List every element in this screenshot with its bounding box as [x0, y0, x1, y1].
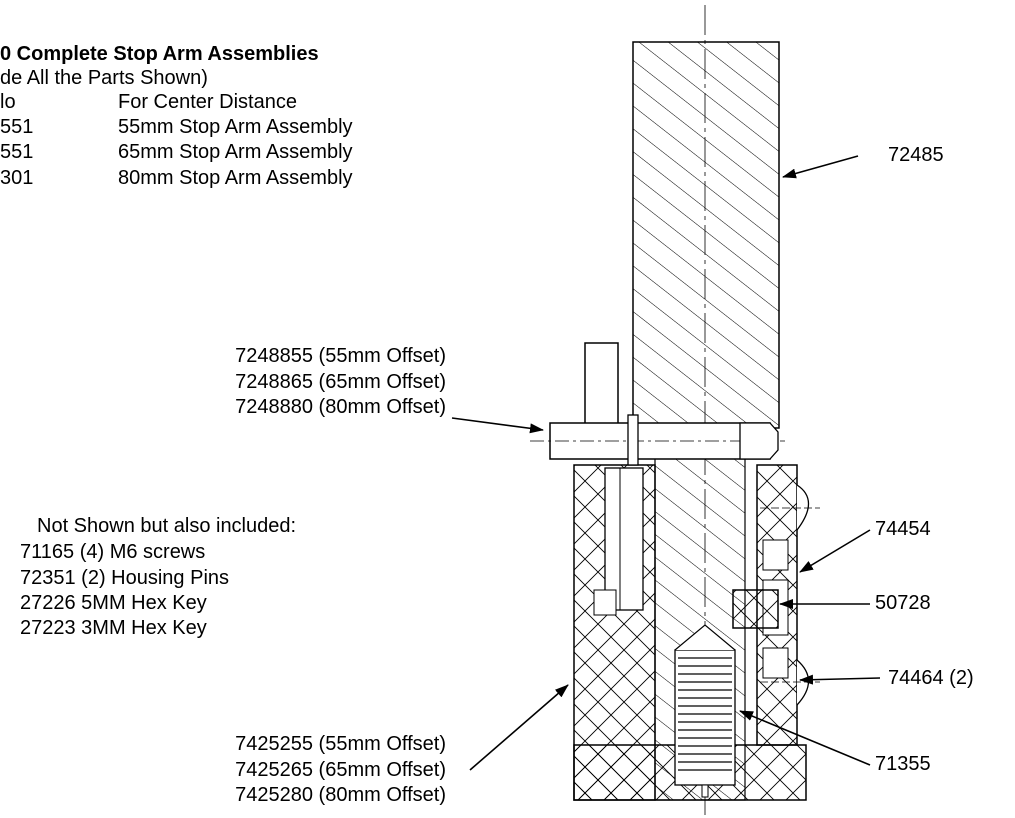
callout-shaft-55: 7248855 (55mm Offset) — [235, 345, 446, 367]
leader-74464 — [799, 674, 881, 685]
table-row-description: 55mm Stop Arm Assembly — [118, 116, 353, 138]
assembly-title: 0 Complete Stop Arm Assemblies — [0, 43, 319, 65]
callout-spring: 71355 — [875, 753, 931, 775]
table-row-part: 551 — [0, 141, 34, 163]
not-shown-item: 72351 (2) Housing Pins — [20, 567, 230, 589]
table-row-description: 65mm Stop Arm Assembly — [118, 141, 353, 163]
leader-72485 — [782, 155, 859, 179]
not-shown-item: 27226 5MM Hex Key — [20, 592, 207, 614]
callout-housing-65: 7425265 (65mm Offset) — [235, 759, 446, 781]
pin-part — [584, 342, 619, 432]
column-header-description: For Center Distance — [118, 91, 297, 113]
assembly-subtitle: de All the Parts Shown) — [0, 67, 208, 89]
column-header-part: lo — [0, 91, 16, 113]
callout-cover: 74454 — [875, 518, 931, 540]
leader-74454 — [799, 529, 871, 573]
callout-housing-80: 7425280 (80mm Offset) — [235, 784, 446, 806]
callout-shaft-65: 7248865 (65mm Offset) — [235, 371, 446, 393]
not-shown-item: 71165 (4) M6 screws — [20, 541, 206, 563]
table-row-description: 80mm Stop Arm Assembly — [118, 167, 353, 189]
stop-arm-part — [632, 41, 780, 429]
callout-plunger: 50728 — [875, 592, 931, 614]
plunger-part — [732, 589, 779, 629]
callout-shaft-80: 7248880 (80mm Offset) — [235, 396, 446, 418]
callout-screws: 74464 (2) — [888, 667, 974, 689]
table-row-part: 301 — [0, 167, 34, 189]
callout-housing-55: 7425255 (55mm Offset) — [235, 733, 446, 755]
spring-part — [674, 624, 736, 798]
table-row-part: 551 — [0, 116, 34, 138]
not-shown-item: 27223 3MM Hex Key — [20, 617, 207, 639]
leader-housing — [469, 684, 569, 771]
not-shown-heading: Not Shown but also included: — [37, 515, 297, 537]
housing-part — [573, 464, 807, 801]
callout-stop-arm: 72485 — [888, 144, 944, 166]
leader-71355 — [739, 710, 871, 766]
leader-shaft — [451, 417, 544, 434]
shaft-part — [530, 414, 785, 466]
